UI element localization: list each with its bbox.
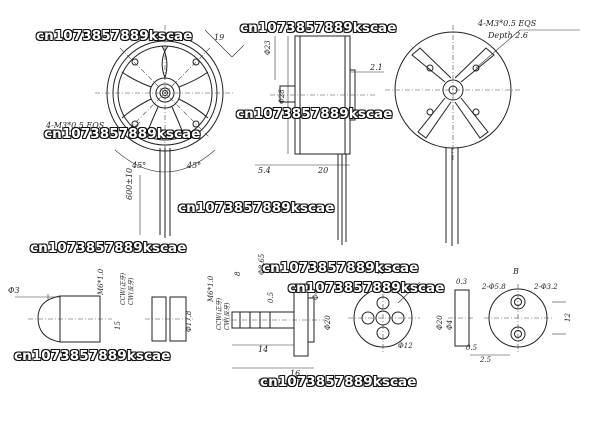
dim-phi3: Φ3 xyxy=(8,286,20,295)
dim-17-8: Φ17.8 xyxy=(185,310,193,332)
dim-20: 20 xyxy=(317,166,328,175)
rear-depth-note: Depth 2.6 xyxy=(487,31,528,40)
dim-phi-vertical: Φ23 xyxy=(264,40,272,55)
dim-2-phi3-2: 2-Φ3.2 xyxy=(533,283,558,291)
m6-ccw: M6*1.0 xyxy=(97,268,105,296)
dim-2-5: 2.5 xyxy=(479,356,492,364)
ccw-label: CCW(正牙) xyxy=(120,272,127,305)
dim-19: 19 xyxy=(214,33,224,42)
section-label: 截面/Sectio部件 xyxy=(258,378,303,386)
dim-2-1: 2.1 xyxy=(369,63,383,72)
angle-right: 45° xyxy=(186,161,201,170)
dim-phi20-a: Φ20 xyxy=(324,315,332,330)
watermark: cn1073857889kscae xyxy=(30,240,187,256)
watermark: cn1073857889kscae xyxy=(288,280,445,296)
dim-15: 15 xyxy=(114,321,122,330)
motor-rear-view: 4-M3*0.5 EQS Depth 2.6 xyxy=(385,19,580,246)
dim-0-5: 0.5 xyxy=(267,291,275,303)
dim-phi-motor: Φ28 xyxy=(278,89,286,104)
ccw-label-2: CCW(正牙) xyxy=(216,297,223,330)
motor-side-view: Φ23 Φ28 2.1 5.4 20 xyxy=(255,35,384,245)
front-thread-note: 4-M3*0.5 EQS xyxy=(45,121,105,130)
dim-phi8-a: Φ8.65 xyxy=(258,253,266,275)
watermark: cn1073857889kscae xyxy=(14,348,171,364)
view-a: A 4-M3 Φ12 xyxy=(348,267,427,352)
view-a-label: A xyxy=(377,267,384,276)
watermark: cn1073857889kscae xyxy=(44,126,201,142)
dim-phi20-b: Φ20 xyxy=(436,315,444,330)
dim-phi12: Φ12 xyxy=(398,342,413,350)
watermark: cn1073857889kscae xyxy=(236,106,393,122)
cw-label: CW(反牙) xyxy=(128,277,135,305)
dim-0-3: 0.3 xyxy=(456,278,468,286)
angle-left: 45° xyxy=(131,161,146,170)
dim-4-m3: 4-M3 xyxy=(407,284,427,292)
watermark: cn1073857889kscae xyxy=(260,374,417,390)
dim-2-phi5-8: 2-Φ5.8 xyxy=(481,283,506,291)
lead-length: 600±10 xyxy=(125,168,134,200)
dim-16: 16 xyxy=(290,369,300,378)
motor-front-view: 19 4-M3*0.5 EQS 45° 45° 600±10 xyxy=(45,25,245,238)
watermark: cn1073857889kscae xyxy=(240,20,397,36)
dim-8: 8 xyxy=(234,271,242,276)
view-b-label: B xyxy=(512,267,519,276)
dim-12: 12 xyxy=(564,313,572,322)
dim-phi4-a: Φ4 xyxy=(312,290,320,300)
prop-adapter: M6*1.0 CCW(正牙) CW(反牙) Φ20 8 14 16 Φ4 0.5… xyxy=(207,253,332,386)
watermark: cn1073857889kscae xyxy=(178,200,335,216)
dim-phi4-b: Φ4 xyxy=(446,320,454,330)
m6-cw: M6*1.0 xyxy=(207,275,215,303)
prop-nut-bullet: Φ3 M6*1.0 CCW(正牙) CW(反牙) 15 Φ17.8 xyxy=(8,268,195,343)
cw-label-2: CW(反牙) xyxy=(224,302,231,330)
dim-0-5-b: 0.5 xyxy=(466,344,478,352)
watermark: cn1073857889kscae xyxy=(36,28,193,44)
dim-5-4: 5.4 xyxy=(258,166,271,175)
dim-14: 14 xyxy=(258,345,268,354)
watermark: cn1073857889kscae xyxy=(262,260,419,276)
rear-thread-note: 4-M3*0.5 EQS xyxy=(477,19,537,28)
view-a-side: 0.3 Φ20 Φ4 0.5 xyxy=(436,278,478,352)
view-b: B 2-Φ5.8 2-Φ3.2 12 2.5 xyxy=(470,267,572,364)
